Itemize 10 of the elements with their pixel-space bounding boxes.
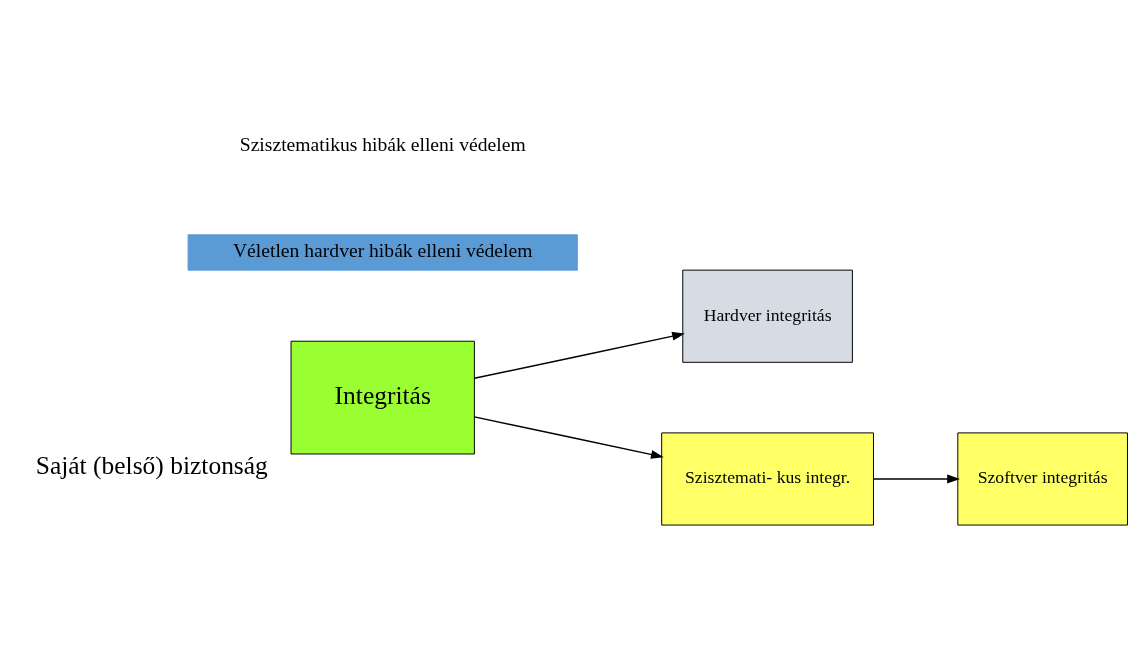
arrow (473, 331, 685, 379)
label: Szisztematikus hibák elleni védelem (239, 133, 526, 155)
node-box: Hardver integritás (682, 269, 853, 363)
arrow (473, 415, 664, 459)
node-box: Integritás (290, 340, 475, 454)
node-box: Szisztemati- kus integr. (661, 431, 874, 526)
node-box: Véletlen hardver hibák elleni védelem (187, 233, 578, 271)
node-label: Saját (belső) biztonság (35, 450, 268, 480)
node-box: Szoftver integritás (957, 431, 1128, 526)
arrow (873, 474, 960, 483)
